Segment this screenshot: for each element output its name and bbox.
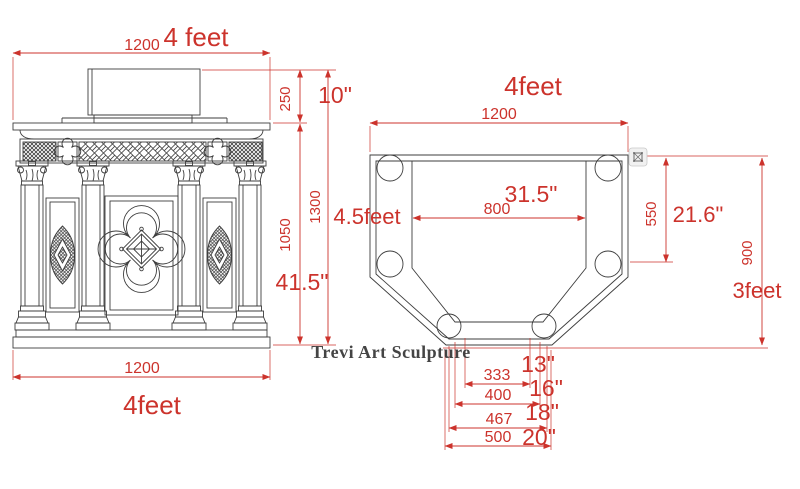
dim-plan-b2-in: 16" — [529, 375, 563, 401]
plan-title: 4feet — [504, 71, 563, 101]
frieze-band — [19, 137, 264, 166]
plan-mid-outline — [375, 160, 623, 340]
dim-plan-opening-width-mm: 800 — [484, 201, 511, 218]
dim-plan-side-depth-mm: 550 — [643, 201, 660, 226]
dim-front-body-height-in: 41.5" — [276, 269, 329, 295]
column — [232, 160, 268, 331]
extension-lines — [12, 57, 768, 450]
plan-column — [594, 250, 622, 278]
dim-plan-b3-in: 18" — [525, 399, 559, 425]
watermark-text: Trevi Art Sculpture — [311, 342, 471, 362]
cornice — [12, 117, 271, 140]
dimension-lines — [12, 50, 765, 449]
dim-front-base-width-mm: 1200 — [124, 360, 160, 377]
dim-front-lectern-height-in: 10" — [318, 82, 352, 108]
dim-front-body-height-mm: 1050 — [277, 218, 294, 251]
dim-plan-opening-width-in: 31.5" — [505, 181, 558, 207]
column — [75, 160, 111, 331]
plan-opening-outline — [411, 161, 587, 323]
plan-column — [376, 154, 404, 182]
dim-plan-b2-mm: 400 — [485, 387, 512, 404]
plan-outer-outline — [369, 154, 629, 346]
dim-plan-b4-mm: 500 — [485, 429, 512, 446]
dim-front-overall-height-mm: 1300 — [307, 190, 324, 223]
dim-plan-overall-width-mm: 1200 — [481, 106, 517, 123]
quatrefoil-left-icon — [53, 137, 82, 166]
dim-plan-side-depth-in: 21.6" — [673, 202, 724, 227]
side-panel-left — [45, 197, 80, 313]
plan-column — [376, 250, 404, 278]
column — [14, 160, 50, 331]
dim-plan-b1-in: 13" — [521, 351, 555, 377]
dim-front-top-width-mm: 1200 — [124, 37, 160, 54]
dim-plan-b3-mm: 467 — [486, 411, 513, 428]
dim-front-top-width-ft: 4 feet — [163, 22, 229, 52]
dim-plan-depth-ft: 4.5feet — [333, 204, 400, 229]
dim-plan-b4-in: 20" — [522, 424, 556, 450]
central-panel — [97, 195, 186, 316]
stamp-icon — [628, 147, 648, 167]
front-elevation-view — [12, 68, 271, 349]
plan-column — [436, 313, 462, 339]
side-panel-right — [202, 197, 237, 313]
base-plinth — [12, 329, 271, 349]
lectern-top — [87, 68, 201, 124]
plan-column — [531, 313, 557, 339]
plan-view — [369, 154, 629, 346]
dim-plan-overall-depth-mm: 900 — [739, 240, 756, 265]
dimension-labels: 1200 4 feet 250 10" 1050 1300 41.5" 1200… — [123, 22, 781, 450]
plan-column — [594, 154, 622, 182]
dim-front-base-width-ft: 4feet — [123, 390, 182, 420]
quatrefoil-right-icon — [203, 137, 232, 166]
dim-plan-overall-depth-ft: 3feet — [733, 278, 782, 303]
dim-front-lectern-height-mm: 250 — [277, 86, 294, 111]
dim-plan-b1-mm: 333 — [484, 367, 511, 384]
